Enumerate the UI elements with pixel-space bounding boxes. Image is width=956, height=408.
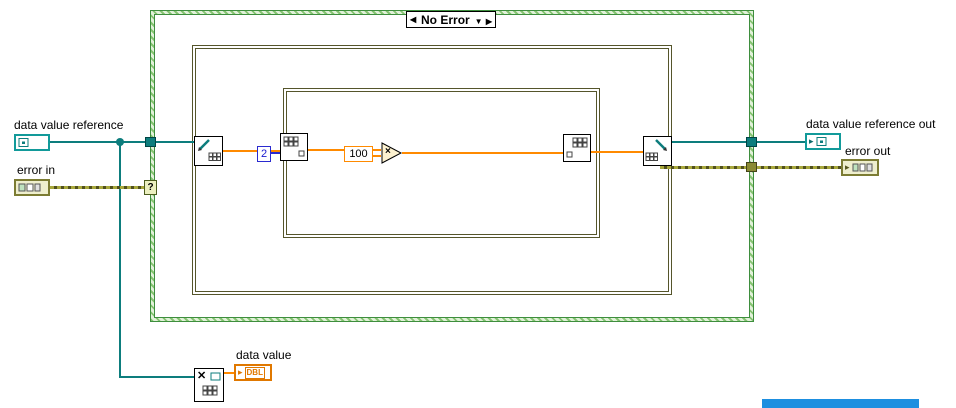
node-dvr-write-element[interactable] [643,136,672,166]
node-array-replace-element[interactable] [563,134,591,162]
ipe-structure-outer-border [195,48,669,292]
wire-error-inside[interactable] [660,166,746,169]
wire-dvr-out[interactable] [757,141,805,143]
pencil-read-icon [198,139,221,161]
wire-index-constant[interactable] [271,152,280,154]
ipe-structure-inner[interactable] [283,88,600,238]
wire-error-in[interactable] [50,186,145,189]
delete-dvr-icon [202,372,221,396]
error-cluster-icon [18,183,41,192]
multiply-glyph: × [385,146,391,157]
blue-bar [762,399,919,408]
constant-multiplier-value: 100 [349,147,368,160]
wire-dvr-branch-bottom[interactable] [120,376,194,378]
case-structure-inner [154,14,750,318]
case-structure[interactable] [150,10,754,322]
tunnel-dvr-right[interactable] [746,137,757,147]
wire-junction-dot [116,138,124,146]
wire-dvr-to-read-node[interactable] [156,141,194,143]
pencil-write-icon [645,139,667,161]
terminal-dvr-in[interactable] [14,134,50,151]
label-error-in: error in [17,163,56,177]
selector-next-icon[interactable]: ▶ [485,16,492,26]
selector-question-glyph: ? [147,182,154,193]
wire-const-to-multiply[interactable] [373,155,381,157]
terminal-error-out[interactable]: ▸ [841,159,879,176]
indicator-arrow-icon: ▸ [809,136,814,146]
dvr-glyph-icon [816,137,827,146]
wire-multiply-to-replace[interactable] [402,152,563,154]
wire-replace-to-write[interactable] [591,151,643,153]
node-array-index-element[interactable] [280,133,308,161]
terminal-dvr-out[interactable]: ▸ [805,133,841,150]
wire-error-out[interactable] [757,166,841,169]
terminal-error-in[interactable] [14,179,50,196]
wire-dvr-in[interactable] [50,141,145,143]
ipe-structure-outer[interactable] [192,45,672,295]
label-data-value: data value [236,348,292,362]
error-cluster-icon [852,163,873,172]
tunnel-error-right[interactable] [746,162,757,172]
selector-prev-icon[interactable]: ◀ [410,14,417,24]
node-multiply[interactable]: × [381,142,403,164]
indicator-arrow-icon: ▸ [845,162,850,172]
terminal-data-value[interactable]: ▸ DBL [234,364,272,381]
node-dvr-read-element[interactable] [194,136,223,166]
dbl-type-label: DBL [244,366,265,379]
tunnel-dvr-left[interactable] [145,137,156,147]
delete-glyph: ✕ [197,370,207,382]
wire-delete-to-indicator[interactable] [224,372,234,374]
wire-dvr-branch-vertical[interactable] [119,141,121,378]
wire-dvr-from-write-node[interactable] [672,141,746,143]
selector-dropdown-icon[interactable]: ▼ [474,16,483,26]
case-selector[interactable]: ◀ No Error ▼ ▶ [406,11,496,28]
node-delete-dvr[interactable]: ✕ [194,368,224,402]
case-selector-terminal[interactable]: ? [144,180,157,195]
label-error-out: error out [845,144,891,158]
dvr-glyph-icon [18,138,29,147]
array-grid-icon [566,137,588,158]
label-dvr-out: data value reference out [806,117,936,131]
constant-multiplier[interactable]: 100 [344,146,373,162]
wire-value-read-to-index[interactable] [223,150,280,152]
ipe-structure-inner-border [286,91,597,235]
case-selector-label[interactable]: No Error [421,12,470,27]
label-dvr-in: data value reference [14,118,124,132]
indicator-arrow-icon: ▸ [238,367,243,377]
array-grid-icon [283,136,305,157]
constant-array-index-value: 2 [260,147,268,160]
multiply-icon [381,142,403,164]
constant-array-index[interactable]: 2 [257,146,271,162]
